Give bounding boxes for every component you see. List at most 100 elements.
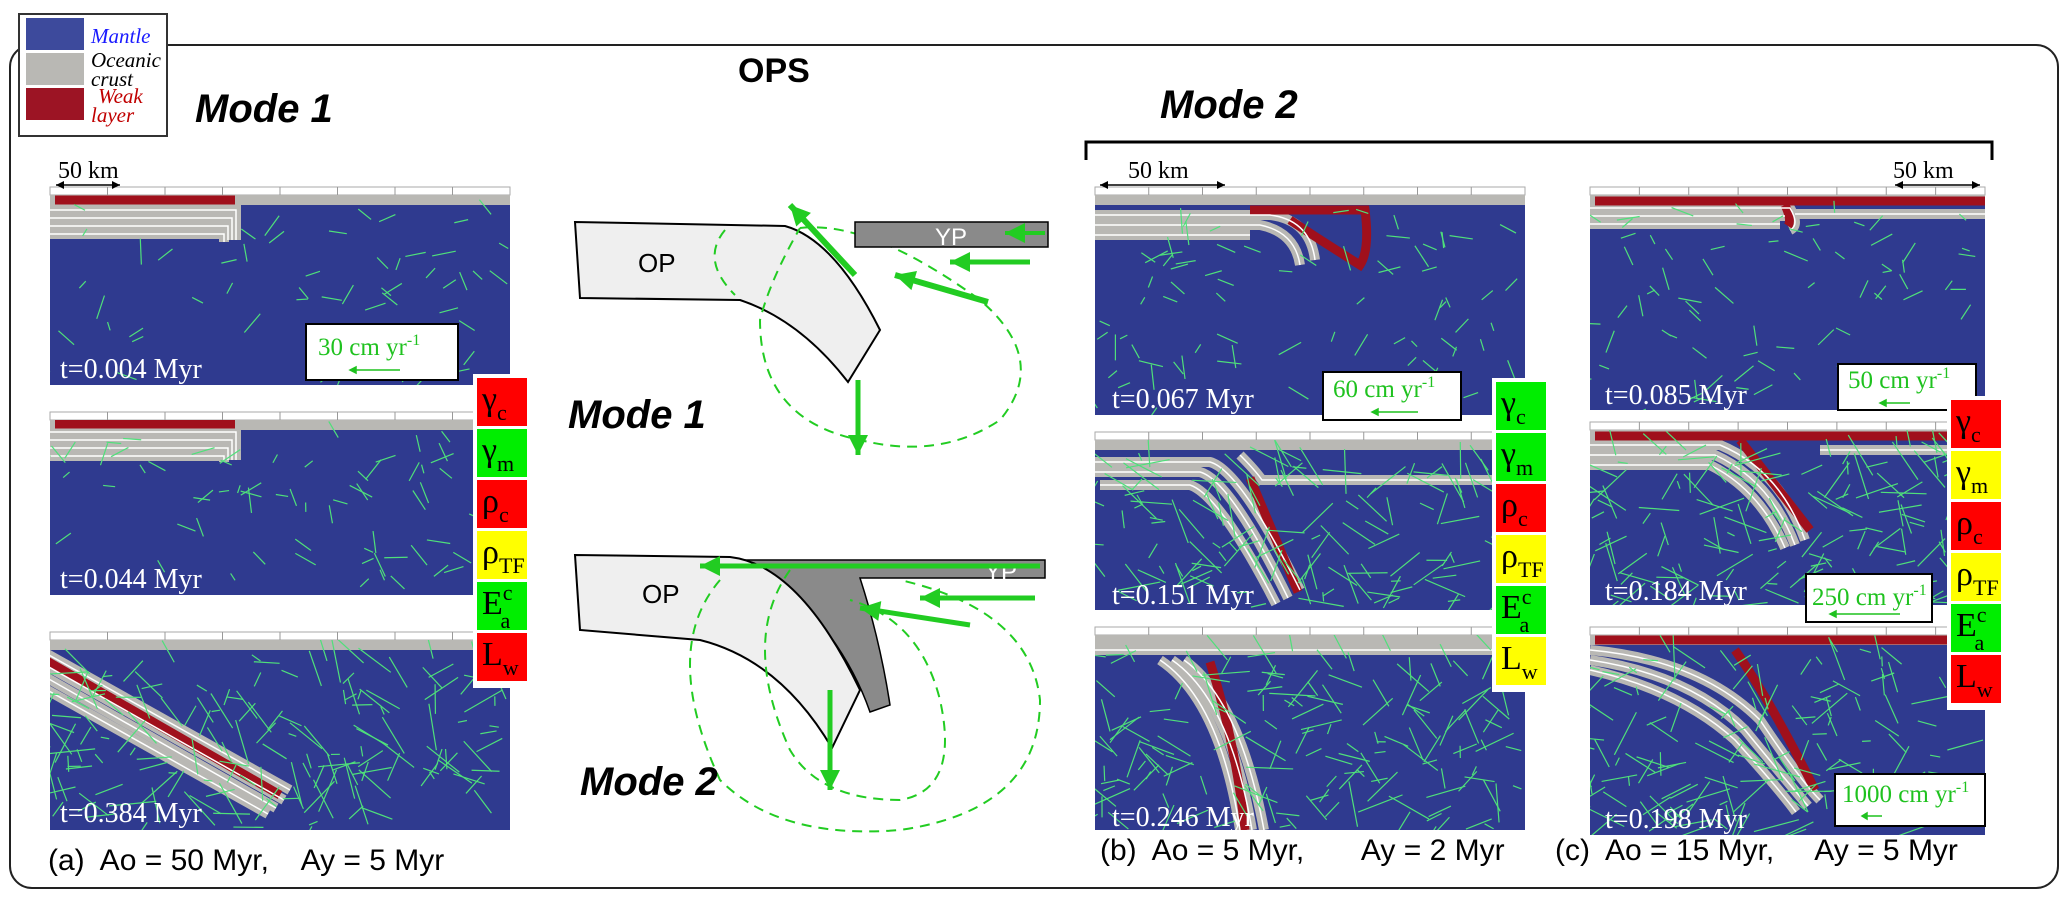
- velocity-arrow: [1126, 740, 1141, 778]
- velocity-arrow: [1243, 245, 1261, 253]
- velocity-arrow: [1646, 289, 1656, 295]
- velocity-arrow: [1434, 299, 1444, 321]
- velocity-arrow: [1200, 775, 1208, 795]
- velocity-arrow: [1174, 682, 1183, 700]
- velocity-arrow: [331, 640, 342, 683]
- velocity-arrow: [1773, 751, 1790, 761]
- velocity-arrow: [384, 556, 408, 559]
- velocity-arrow: [1388, 795, 1430, 820]
- velocity-arrow: [1095, 562, 1106, 577]
- velocity-arrow: [58, 330, 75, 346]
- velocity-arrow: [380, 706, 385, 715]
- velocity-arrow: [1709, 706, 1726, 715]
- velocity-arrow: [1873, 527, 1901, 550]
- velocity-arrow: [136, 684, 151, 719]
- velocity-arrow: [1328, 674, 1363, 688]
- velocity-arrow: [1170, 281, 1185, 295]
- velocity-arrow: [1189, 541, 1223, 574]
- velocity-arrow: [1247, 686, 1283, 692]
- velocity-arrow: [1695, 742, 1734, 764]
- velocity-arrow: [1590, 666, 1600, 671]
- velocity-arrow: [375, 454, 396, 463]
- velocity-arrow: [1783, 250, 1808, 262]
- velocity-arrow: [1688, 309, 1702, 322]
- velocity-arrow: [1760, 473, 1790, 482]
- velocity-arrow: [256, 722, 277, 744]
- velocity-arrow: [92, 670, 107, 697]
- velocity-arrow: [1291, 697, 1303, 707]
- velocity-arrow: [1646, 762, 1681, 777]
- parameter-box: [1496, 484, 1546, 532]
- velocity-arrow: [1900, 528, 1907, 555]
- caption-b: (b) Ao = 5 Myr, Ay = 2 Myr: [1100, 834, 1505, 867]
- velocity-arrow: [1791, 780, 1826, 793]
- velocity-arrow: [1776, 560, 1787, 569]
- velocity-arrow: [305, 270, 321, 277]
- velocity-arrow: [353, 724, 385, 745]
- velocity-arrow: [226, 696, 244, 700]
- velocity-arrow: [1218, 551, 1227, 562]
- velocity-arrow: [1321, 684, 1342, 714]
- velocity-arrow: [75, 672, 89, 702]
- parameter-symbol: γm: [481, 432, 514, 476]
- weak-layer: [1250, 205, 1372, 272]
- velocity-arrow: [1669, 806, 1683, 820]
- velocity-arrow: [1878, 504, 1922, 513]
- velocity-arrow: [1870, 233, 1893, 246]
- velocity-arrow: [57, 777, 68, 802]
- velocity-arrow: [424, 676, 459, 701]
- velocity-arrow: [275, 493, 289, 498]
- velocity-arrow: [1649, 234, 1656, 245]
- parameter-symbol: Lw: [1501, 640, 1538, 684]
- crust-layer: [1095, 195, 1525, 205]
- velocity-arrow: [1165, 754, 1194, 766]
- velocity-arrow: [157, 248, 173, 261]
- velocity-arrow: [337, 640, 365, 664]
- velocity-arrow: [243, 243, 248, 262]
- velocity-arrow: [1738, 738, 1764, 763]
- velocity-arrow: [50, 693, 60, 696]
- velocity-arrow: [1140, 296, 1146, 305]
- velocity-arrow: [1677, 456, 1715, 461]
- velocity-arrow: [100, 736, 110, 740]
- velocity-arrow: [1485, 719, 1503, 729]
- velocity-arrow: [148, 460, 166, 472]
- contour-line: [50, 690, 269, 815]
- velocity-arrow: [1214, 820, 1237, 829]
- velocity-arrow: [1095, 654, 1106, 658]
- velocity-arrow: [99, 443, 109, 466]
- velocity-arrow: [1357, 794, 1403, 813]
- velocity-arrow: [1900, 504, 1913, 534]
- velocity-arrow: [226, 764, 237, 783]
- velocity-arrow: [141, 822, 148, 830]
- outer-frame: [9, 44, 2059, 889]
- velocity-arrow: [1122, 485, 1157, 519]
- velocity-arrow: [1245, 736, 1286, 762]
- velocity-arrow: [1643, 659, 1659, 662]
- velocity-arrow: [1145, 771, 1152, 780]
- velocity-arrow: [1095, 680, 1116, 698]
- velocity-arrow: [1110, 650, 1137, 664]
- velocity-arrow: [103, 484, 116, 488]
- velocity-arrow: [1095, 480, 1099, 487]
- velocity-arrow: [1812, 238, 1821, 251]
- velocity-arrow: [1961, 247, 1970, 252]
- velocity-arrow: [1346, 743, 1359, 753]
- velocity-arrow: [1137, 569, 1167, 583]
- velocity-arrow: [1745, 467, 1762, 512]
- velocity-arrow: [1613, 687, 1633, 696]
- time-label: t=0.151 Myr: [1112, 580, 1254, 611]
- legend-label-mantle: Mantle: [90, 24, 150, 48]
- arrow-head: [1005, 223, 1025, 243]
- legend-swatch-weak: [26, 88, 84, 120]
- contour-line: [1590, 669, 1797, 813]
- velocity-arrow: [235, 719, 250, 765]
- velocity-legend-b: 60 cm yr-1: [1322, 371, 1462, 421]
- parameter-box: [1951, 451, 2001, 499]
- velocity-arrow: [1301, 221, 1309, 237]
- velocity-arrow: [1347, 572, 1388, 574]
- velocity-arrow: [1699, 497, 1745, 515]
- velocity-arrow: [1865, 527, 1883, 533]
- velocity-arrow: [54, 723, 77, 763]
- velocity-arrow: [1192, 675, 1230, 683]
